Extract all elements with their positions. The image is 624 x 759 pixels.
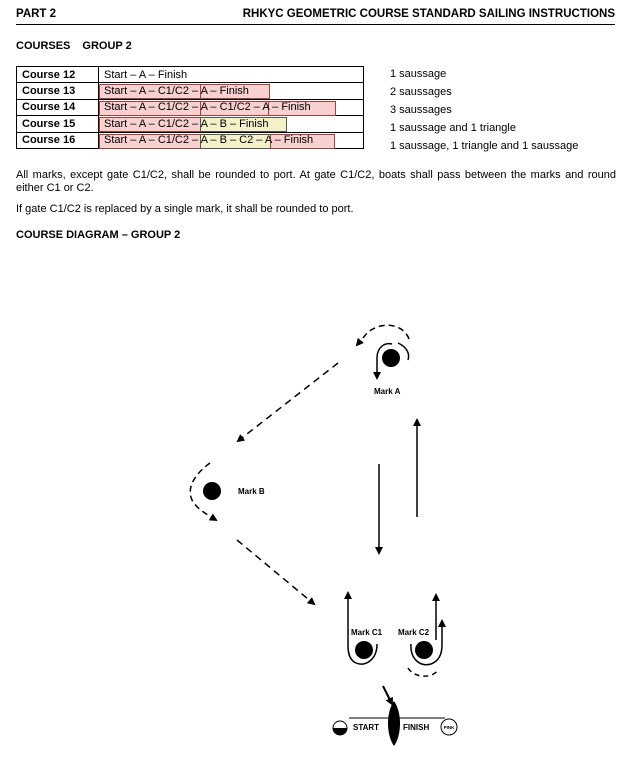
courses-table: Course 12 Start – A – Finish Course 13 S… — [16, 65, 364, 149]
mark-b-rounding-arrow — [189, 462, 218, 522]
table-row: Course 16 Start – A – C1/C2 – A – B – C2… — [16, 131, 364, 149]
mark-c1-label: Mark C1 — [351, 628, 383, 637]
mark-a-rounding-arrow — [373, 342, 393, 380]
mark-c1-buoy — [355, 641, 373, 659]
course-name: Course 13 — [16, 82, 99, 100]
route-text: Start – A – C1/C2 – A – C1/C2 – A – Fini… — [104, 101, 311, 114]
page-header: PART 2 RHKYC GEOMETRIC COURSE STANDARD S… — [16, 8, 615, 25]
table-row: Course 13 Start – A – C1/C2 – A – Finish — [16, 82, 364, 100]
leg-highlight-red — [270, 133, 335, 149]
courses-heading: COURSES GROUP 2 — [16, 40, 132, 52]
mark-b-buoy — [203, 482, 221, 500]
courses-heading-label: COURSES — [16, 40, 71, 52]
finish-label: FINISH — [403, 723, 429, 732]
course-route: Start – A – C1/C2 – A – C1/C2 – A – Fini… — [98, 98, 364, 117]
table-row: Course 14 Start – A – C1/C2 – A – C1/C2 … — [16, 98, 364, 117]
mark-a-buoy — [382, 349, 400, 367]
mark-b-label: Mark B — [238, 487, 265, 496]
mark-a-label: Mark A — [374, 387, 401, 396]
leg-a-to-b-arrow — [236, 362, 339, 443]
finish-approach-arrow — [382, 685, 393, 706]
part-label: PART 2 — [16, 8, 57, 20]
course-route: Start – A – Finish — [98, 65, 364, 84]
rounding-rule-paragraph: All marks, except gate C1/C2, shall be r… — [16, 169, 616, 194]
course-diagram: Mark A Mark B Mark C1 Mark C2 START FINI… — [189, 324, 458, 746]
course-description: 1 saussage, 1 triangle and 1 saussage — [390, 140, 579, 152]
course-description: 1 saussage — [390, 68, 447, 80]
single-mark-rule-paragraph: If gate C1/C2 is replaced by a single ma… — [16, 203, 354, 215]
route-text: Start – A – C1/C2 – A – B – Finish — [104, 117, 269, 130]
course-name: Course 16 — [16, 131, 99, 149]
course-route: Start – A – C1/C2 – A – Finish — [98, 82, 364, 100]
mark-c2-dashed-rounding — [407, 667, 439, 677]
course-route: Start – A – C1/C2 – A – B – Finish — [98, 115, 364, 133]
leg-highlight-red — [200, 84, 270, 100]
diagram-heading: COURSE DIAGRAM – GROUP 2 — [16, 229, 181, 241]
start-pin-fill — [333, 728, 347, 735]
route-text: Start – A – Finish — [104, 68, 188, 81]
mark-c1-rounding-arrow — [344, 591, 378, 665]
route-text: Start – A – C1/C2 – A – B – C2 – A – Fin… — [104, 134, 314, 147]
table-row: Course 12 Start – A – Finish — [16, 65, 364, 84]
course-route: Start – A – C1/C2 – A – B – C2 – A – Fin… — [98, 131, 364, 149]
pink-label: PINK — [444, 725, 456, 730]
leg-b-to-gate-arrow — [236, 539, 316, 606]
group-label: GROUP 2 — [82, 40, 132, 52]
committee-boat-icon — [388, 701, 400, 746]
start-label: START — [353, 723, 379, 732]
course-description: 3 saussages — [390, 104, 452, 116]
course-description: 1 saussage and 1 triangle — [390, 122, 516, 134]
course-name: Course 12 — [16, 65, 99, 84]
course-name: Course 15 — [16, 115, 99, 133]
approach-arc — [355, 324, 410, 347]
table-row: Course 15 Start – A – C1/C2 – A – B – Fi… — [16, 115, 364, 133]
mark-a-rounding-line — [397, 342, 410, 361]
leg-highlight-red — [268, 100, 336, 116]
pink-buoy — [440, 718, 458, 736]
document-title: RHKYC GEOMETRIC COURSE STANDARD SAILING … — [242, 8, 615, 20]
course-description: 2 saussages — [390, 86, 452, 98]
mark-c2-rounding-arrow — [410, 619, 446, 666]
mark-c2-label: Mark C2 — [398, 628, 430, 637]
leg-highlight-yellow — [200, 117, 287, 133]
mark-c2-buoy — [415, 641, 433, 659]
course-name: Course 14 — [16, 98, 99, 117]
route-text: Start – A – C1/C2 – A – Finish — [104, 85, 249, 98]
